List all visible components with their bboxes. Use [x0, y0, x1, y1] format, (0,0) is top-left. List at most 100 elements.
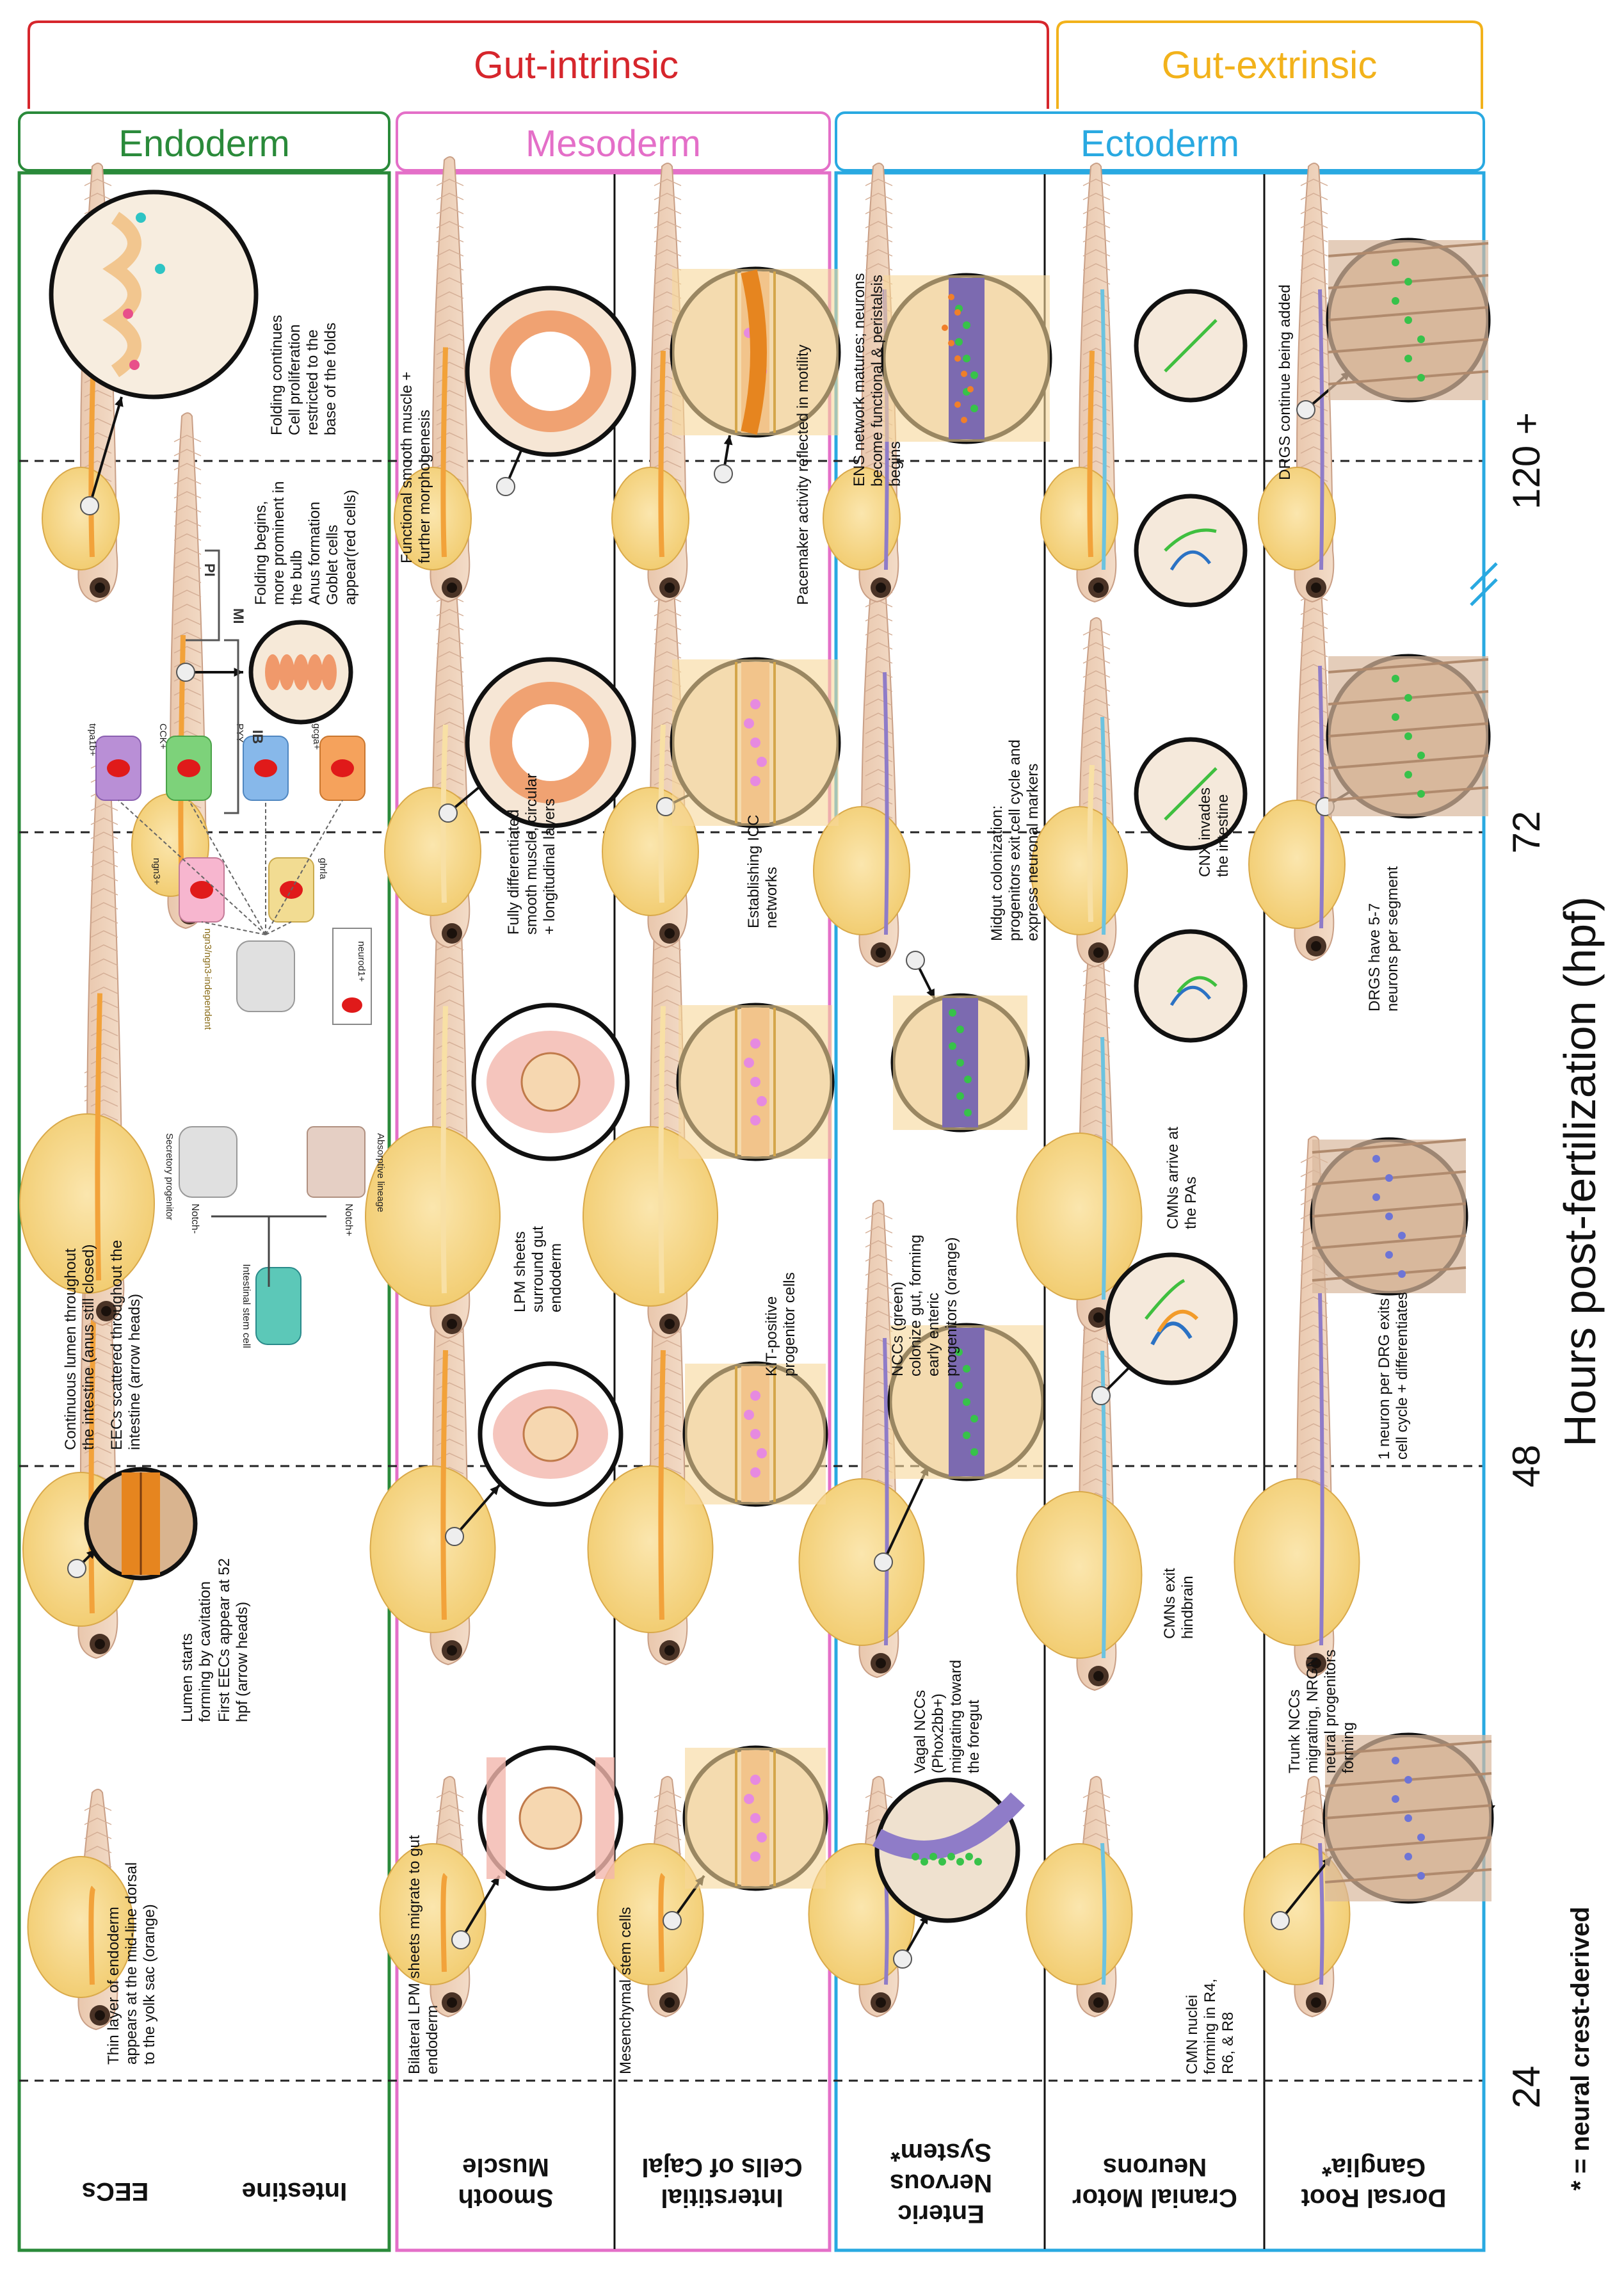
caption-line: the PAs [1182, 1177, 1200, 1229]
caption-line: DRGS have 5-7 [1366, 903, 1383, 1012]
caption-line: First EECs appear at 52 [216, 1558, 233, 1722]
caption-ens_72: Midgut colonization:progenitors exit cel… [988, 739, 1041, 941]
caption-line: CNX invades [1196, 787, 1214, 877]
zoom-ens-24 [872, 1777, 1025, 1923]
zoom-ens-60 [890, 993, 1030, 1133]
germ-layer-headers: Endoderm Mesoderm Ectoderm [18, 111, 1485, 172]
caption-line: endoderm [547, 1243, 565, 1312]
top-header-bar: Gut-intrinsic Gut-extrinsic [28, 20, 1483, 109]
caption-line: networks [763, 867, 780, 928]
zoom-drg-120 [1326, 238, 1491, 403]
caption-line: hpf (arrow heads) [234, 1602, 251, 1722]
tick-72: 72 [1505, 811, 1548, 854]
embryo-sm-120 [394, 156, 472, 603]
row-label-icc-2: Cells of Cajal [641, 2153, 802, 2181]
zoom-intestine-120 [49, 190, 259, 399]
caption-line: Folding continues [268, 315, 285, 435]
caption-line: appears at the mid-line dorsal [123, 1862, 140, 2065]
caption-line: ENS network matures; neurons [851, 273, 868, 487]
cck-label: CCK+ [157, 723, 168, 750]
caption-line: R6, & R8 [1219, 2012, 1237, 2074]
embryo-intestine-60 [19, 739, 155, 1326]
endoderm-label: Endoderm [118, 123, 290, 165]
zoom-sm-36 [478, 1361, 623, 1507]
caption-icc_24: Mesenchymal stem cells [617, 1907, 634, 2074]
mesoderm-label: Mesoderm [526, 123, 701, 165]
mi-label: MI [230, 608, 246, 624]
caption-line: to the yolk sac (orange) [141, 1904, 158, 2065]
tick-24: 24 [1505, 2066, 1548, 2109]
row-label-intestine: Intestine [242, 2177, 347, 2205]
zoom-sm-120 [465, 286, 636, 457]
zoom-cmn-72b [1134, 737, 1248, 851]
embryo-sm-72 [384, 560, 481, 949]
zoom-ens-120 [881, 273, 1052, 444]
ngn3-label: ngn3+ [151, 858, 162, 885]
caption-line: cell cycle + differentiates [1394, 1292, 1411, 1460]
embryo-cmn-60 [1016, 918, 1143, 1333]
zoom-sm-72 [465, 657, 636, 828]
caption-line: express neuronal markers [1024, 764, 1041, 941]
secretory-progenitor-label: Secretory progenitor [164, 1133, 175, 1220]
endoderm-header [18, 111, 390, 172]
eec-lineage-diagram: Intestinal stem cell Notch- Notch+ Secre… [87, 723, 386, 1348]
time-axis: 24 48 72 120 + Hours post-fertilization … [1470, 173, 1605, 2250]
embryo-drg-120 [1258, 163, 1336, 603]
caption-line: Trunk NCCs [1286, 1689, 1303, 1773]
pyy-label: PYY [234, 723, 245, 743]
caption-line: Lumen starts [179, 1633, 196, 1722]
caption-line: Cell proliferation [286, 325, 303, 435]
embryo-ens-72 [813, 553, 910, 968]
row-label-smooth-muscle-2: Muscle [462, 2153, 549, 2181]
ectoderm-label: Ectoderm [1081, 123, 1239, 165]
caption-line: the bulb [288, 551, 305, 605]
caption-line: the intestine [1214, 794, 1232, 877]
footnote: * = neural crest-derived [1566, 1907, 1595, 2191]
caption-line: Fully differentiated [505, 809, 522, 935]
caption-line: 1 neuron per DRG exits [1376, 1298, 1393, 1460]
caption-line: appear(red cells) [342, 490, 359, 605]
caption-line: KIT-positive [763, 1296, 780, 1376]
zoom-icc-60 [676, 1003, 835, 1161]
caption-line: neural progenitors [1322, 1650, 1339, 1773]
row-label-cmn-2: Neurons [1103, 2153, 1207, 2181]
caption-line: Folding begins, [252, 501, 269, 605]
caption-line: Vagal NCCs [912, 1690, 929, 1773]
caption-line: smooth muscle, circular [523, 773, 540, 935]
gut-extrinsic-label: Gut-extrinsic [1162, 44, 1378, 86]
embryo-drg-72 [1248, 547, 1346, 962]
caption-line: intestine (arrow heads) [126, 1294, 143, 1450]
caption-line: Pacemaker activity reflected in motility [794, 344, 812, 605]
embryo-cmn-120 [1040, 163, 1118, 603]
caption-line: the intestine (anus still closed) [80, 1245, 97, 1451]
caption-line: forming in R4, [1202, 1979, 1219, 2074]
caption-line: begins [887, 441, 904, 487]
caption-line: CMN nuclei [1184, 1995, 1201, 2074]
axis-title: Hours post-fertilization (hpf) [1555, 896, 1605, 1447]
caption-line: Mesenchymal stem cells [617, 1907, 634, 2074]
tick-120: 120 + [1505, 412, 1548, 510]
caption-line: further morphogenesis [416, 410, 433, 563]
caption-line: + longitudinal layers [541, 798, 558, 935]
caption-line: (Phox2bb+) [929, 1693, 947, 1773]
zoom-icc-36 [682, 1361, 828, 1507]
secretory-progenitor-cell-2 [236, 940, 295, 1012]
caption-line: progenitors (orange) [943, 1238, 960, 1376]
